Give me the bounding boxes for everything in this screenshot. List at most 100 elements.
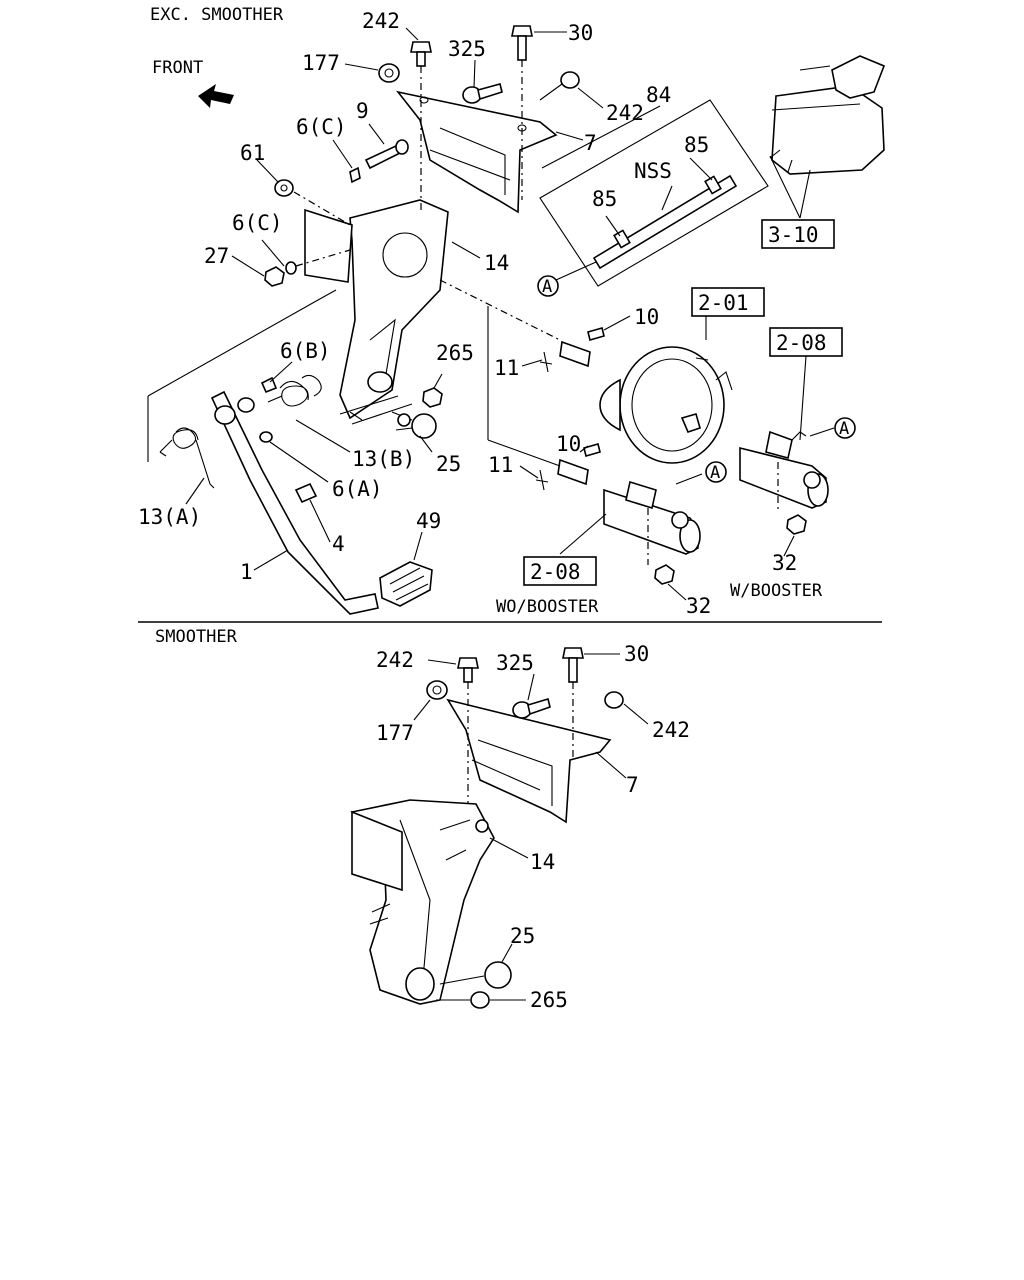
bolt-25-top	[391, 411, 437, 439]
switch-10-upper	[559, 327, 605, 368]
callout-11-upper: 11	[494, 356, 519, 380]
callout-smoother-30: 30	[624, 642, 649, 666]
smoother-nut-177	[426, 680, 448, 700]
callout-11-lower: 11	[488, 453, 513, 477]
nut-32-wo-booster	[654, 564, 675, 585]
leader-lines	[185, 27, 835, 1001]
callout-30-top: 30	[568, 21, 593, 45]
clip-4	[294, 482, 318, 504]
caption-wo-booster: WO/BOOSTER	[496, 597, 599, 617]
brake-booster	[599, 346, 733, 464]
bolt-325-top	[462, 83, 503, 104]
clip-11-lower	[535, 469, 549, 491]
callout-177-top: 177	[302, 51, 340, 75]
smoother-bolt-30	[562, 647, 584, 683]
svg-text:A: A	[710, 463, 720, 483]
callout-13b: 13(B)	[352, 447, 415, 471]
section-title-smoother: SMOOTHER	[155, 627, 238, 647]
smoother-bolt-25	[439, 961, 512, 989]
callout-smoother-325: 325	[496, 651, 534, 675]
callout-32-w-booster: 32	[772, 551, 797, 575]
front-arrow-icon	[198, 84, 234, 108]
callout-smoother-265: 265	[530, 988, 568, 1012]
callout-smoother-7: 7	[626, 773, 639, 797]
smoother-nut-265	[436, 991, 490, 1009]
callout-25-top: 25	[436, 452, 461, 476]
clip-6c-top	[349, 166, 361, 184]
svg-text:A: A	[542, 277, 552, 297]
callout-10-lower: 10	[556, 432, 581, 456]
callout-6b: 6(B)	[280, 339, 331, 363]
pedal-bracket-14	[304, 199, 449, 420]
callout-13a: 13(A)	[138, 505, 201, 529]
callout-10-upper: 10	[634, 305, 659, 329]
ref-box-3-10[interactable]	[761, 219, 835, 249]
callout-6c-mid: 6(C)	[232, 211, 283, 235]
ref-box-2-08-wo-booster[interactable]	[523, 556, 597, 586]
front-label: FRONT	[152, 58, 203, 78]
callout-265-top: 265	[436, 341, 474, 365]
callout-242-side: 242	[606, 101, 644, 125]
callout-6a: 6(A)	[332, 477, 383, 501]
master-cylinder-w-booster	[739, 430, 829, 509]
caption-w-booster: W/BOOSTER	[730, 581, 823, 601]
callout-85-left: 85	[592, 187, 617, 211]
pedal-assembly-frame	[147, 289, 337, 462]
callout-61: 61	[240, 141, 265, 165]
marker-a-wo-booster: A	[705, 461, 727, 483]
bolt-242-side	[539, 71, 580, 101]
spring-13b	[267, 374, 322, 407]
clip-6b	[260, 376, 278, 394]
smoother-bolt-242-side	[604, 691, 624, 709]
nut-27	[264, 261, 297, 287]
clip-6a	[259, 431, 273, 443]
bolt-9	[364, 139, 409, 170]
callout-32-wo-booster: 32	[686, 594, 711, 618]
callout-smoother-242-top: 242	[376, 648, 414, 672]
ref-box-2-08-w-booster[interactable]	[769, 327, 843, 357]
master-cylinder-wo-booster	[603, 480, 701, 555]
svg-text:A: A	[839, 419, 849, 439]
ref-label-3-10: 3-10	[768, 223, 819, 247]
pedal-pad-49	[379, 561, 433, 607]
clip-11-upper	[539, 351, 553, 373]
ref-label-2-01: 2-01	[698, 291, 749, 315]
callout-6c-top: 6(C)	[296, 115, 347, 139]
callout-27: 27	[204, 244, 229, 268]
callout-7-top: 7	[584, 131, 597, 155]
bolt-30-top	[511, 25, 533, 61]
callout-84: 84	[646, 83, 671, 107]
pipe-box-84	[539, 99, 769, 287]
ref-box-2-01[interactable]	[691, 287, 765, 317]
smoother-bolt-242-top	[457, 657, 479, 683]
callout-4: 4	[332, 532, 345, 556]
clutch-pedal-arm-1	[210, 390, 379, 615]
bracket-7	[396, 90, 558, 214]
smoother-bracket-7	[446, 698, 612, 824]
nut-177-top	[378, 63, 400, 83]
nut-265-top	[422, 387, 443, 408]
callout-smoother-14: 14	[530, 850, 555, 874]
callout-nss: NSS	[634, 159, 672, 183]
marker-a-pipe: A	[537, 275, 559, 297]
section-title-exc-smoother: EXC. SMOOTHER	[150, 5, 284, 25]
callout-9: 9	[356, 99, 369, 123]
nut-32-w-booster	[786, 514, 807, 535]
marker-a-w-booster: A	[834, 417, 856, 439]
callout-242-top: 242	[362, 9, 400, 33]
callout-325-top: 325	[448, 37, 486, 61]
callout-85-right: 85	[684, 133, 709, 157]
reservoir-tank	[769, 55, 886, 175]
callout-smoother-177: 177	[376, 721, 414, 745]
smoother-pedal-bracket-14	[350, 799, 495, 1005]
callout-smoother-25: 25	[510, 924, 535, 948]
bushing-61	[274, 179, 294, 197]
switch-10-lower	[557, 443, 601, 486]
return-spring-13a	[159, 427, 215, 489]
callout-49: 49	[416, 509, 441, 533]
callout-1: 1	[240, 560, 253, 584]
ref-label-2-08-wo-booster: 2-08	[530, 560, 581, 584]
callout-smoother-242-side: 242	[652, 718, 690, 742]
callout-14-top: 14	[484, 251, 509, 275]
